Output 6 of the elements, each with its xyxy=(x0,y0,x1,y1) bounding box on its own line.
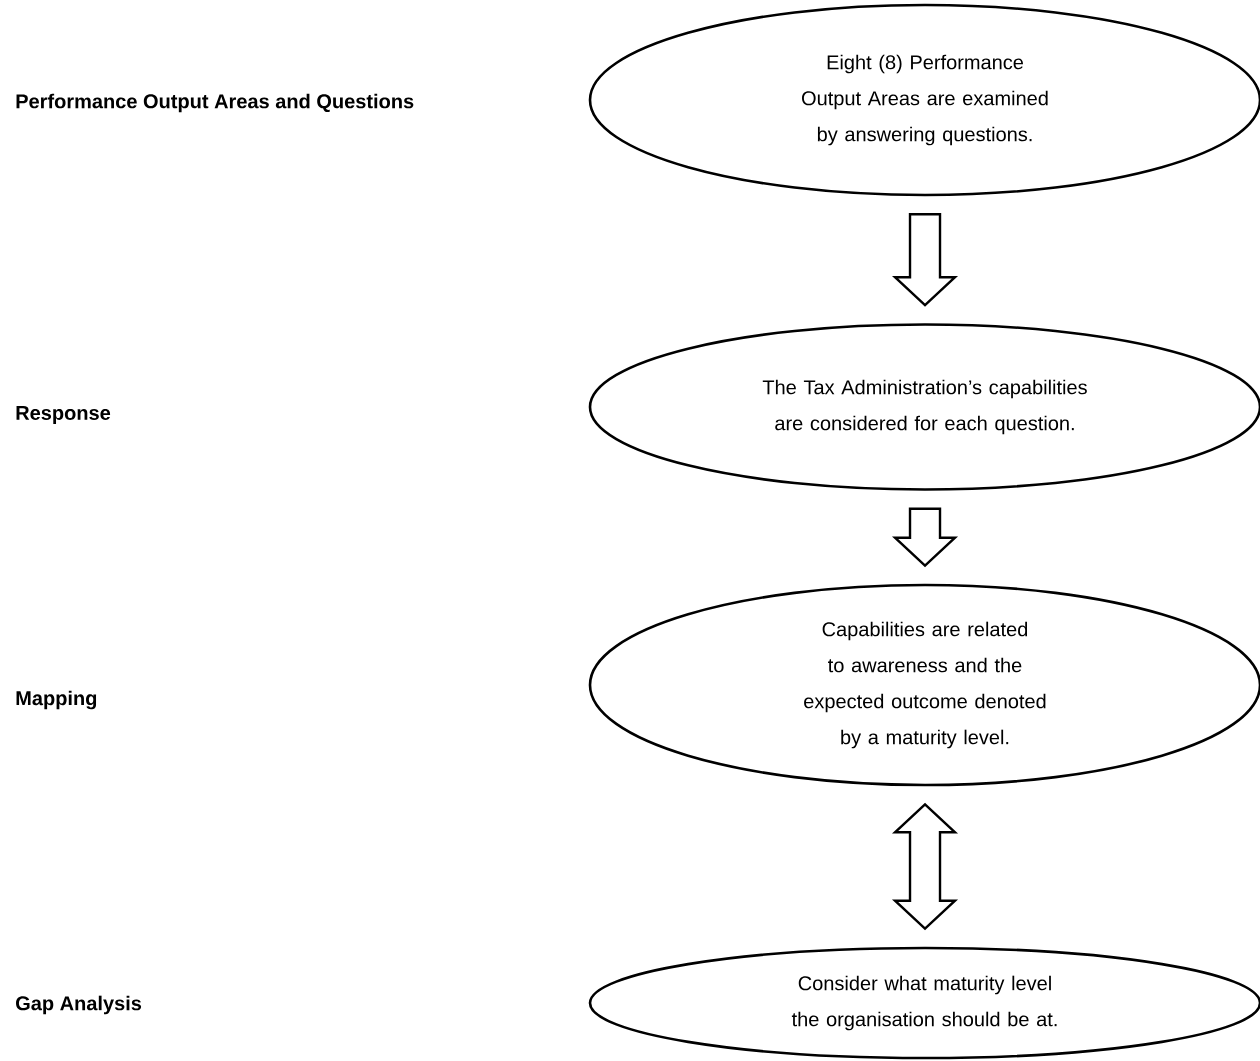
stage-label: Performance Output Areas and Questions xyxy=(16,93,414,113)
stage-label: Mapping xyxy=(16,690,97,710)
block-arrow xyxy=(891,507,959,568)
block-arrow xyxy=(891,213,959,307)
stage-label: Response xyxy=(16,406,111,424)
stage-label: Gap Analysis xyxy=(16,995,142,1015)
